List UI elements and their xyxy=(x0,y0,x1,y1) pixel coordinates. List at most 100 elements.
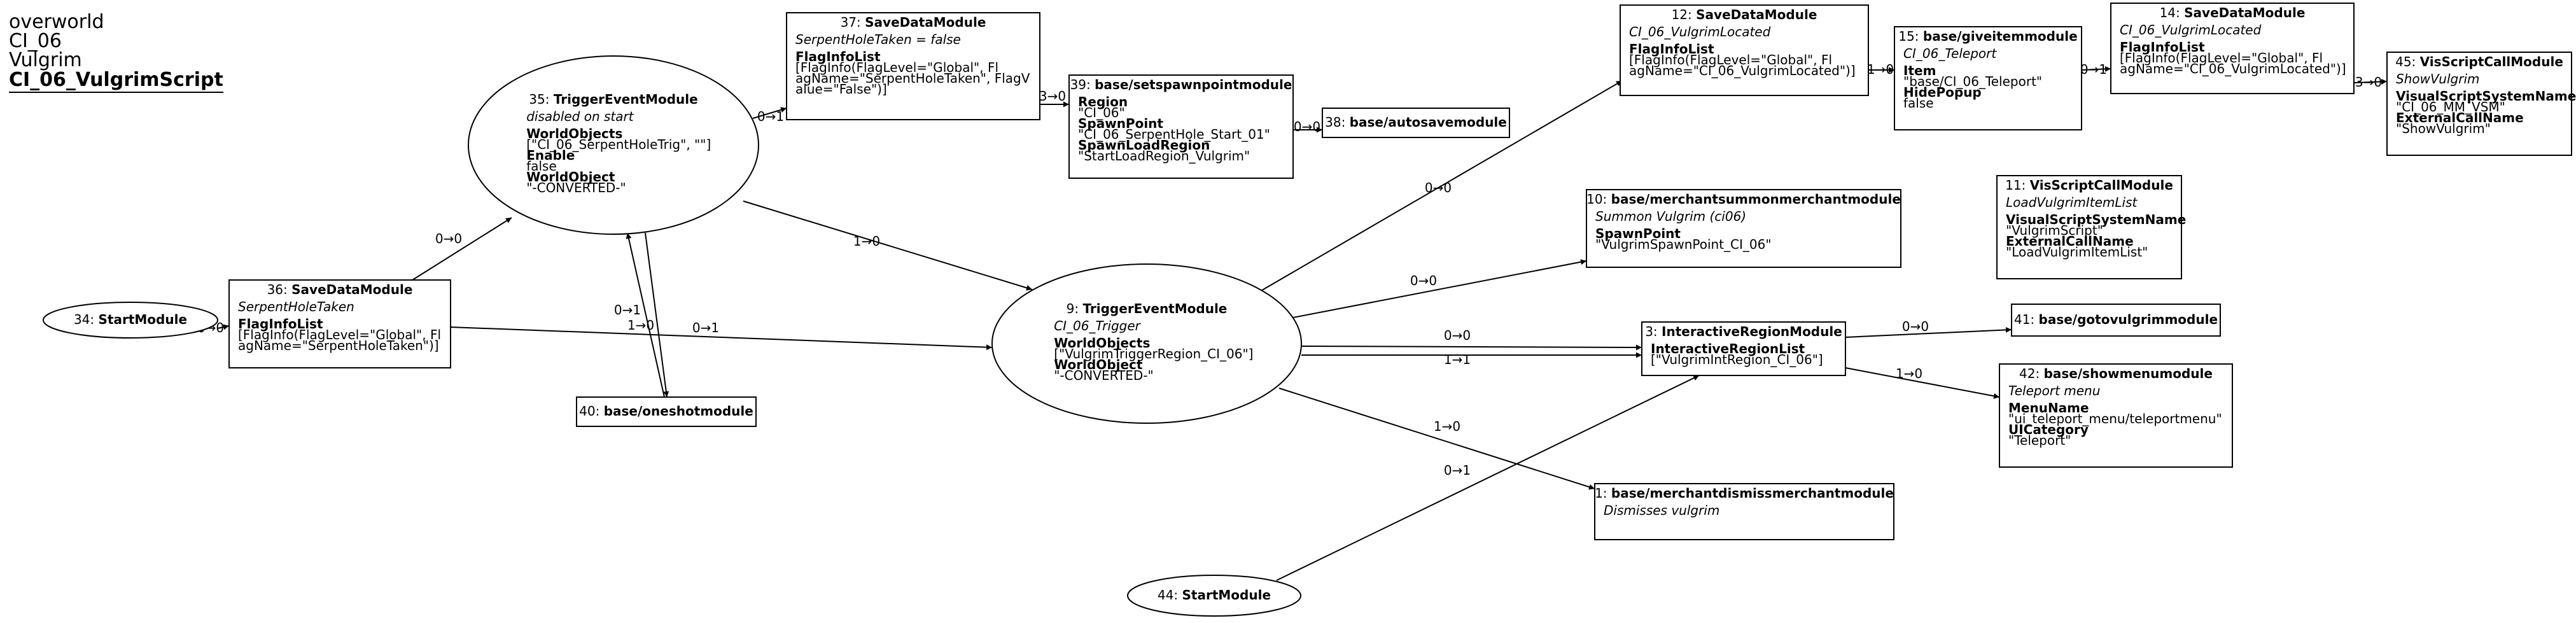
node-1[interactable]: 1: base/merchantdismissmerchantmoduleDis… xyxy=(1594,483,1894,540)
node-shape xyxy=(1068,74,1294,179)
node-header: 34: StartModule xyxy=(74,312,187,327)
node-header: 42: base/showmenumodule xyxy=(2019,366,2213,381)
node-shape xyxy=(1594,483,1894,540)
node-45[interactable]: 45: VisScriptCallModuleShowVulgrimVisual… xyxy=(2386,52,2576,156)
node-subtitle: SerpentHoleTaken = false xyxy=(795,32,961,47)
node-field: agName="SerpentHoleTaken")] xyxy=(238,338,439,353)
edge-line xyxy=(2353,78,2388,85)
node-header: 11: VisScriptCallModule xyxy=(2005,178,2173,193)
node-40[interactable]: 40: base/oneshotmodule xyxy=(576,396,757,427)
node-field: "ui_teleport_menu/teleportmenu" xyxy=(2008,411,2222,426)
edge-label: 3→0 xyxy=(1039,88,1066,104)
node-field: [FlagInfo(FlagLevel="Global", Fl xyxy=(238,327,441,342)
edge-label: 0→0 xyxy=(1444,328,1471,343)
edge-label: 1→1 xyxy=(1444,352,1471,367)
node-shape xyxy=(1586,189,1901,268)
node-header: 3: InteractiveRegionModule xyxy=(1645,324,1842,339)
node-10[interactable]: 10: base/merchantsummonmerchantmoduleSum… xyxy=(1586,189,1901,268)
title-line-4: CI_06_VulgrimScript xyxy=(9,70,223,93)
edge-36-9: 0→1 xyxy=(450,320,993,351)
edge-label: 0→1 xyxy=(1444,463,1471,478)
node-shape xyxy=(1996,175,2182,279)
node-field: WorldObject xyxy=(1054,357,1143,372)
edge-35-40: 0→1 xyxy=(614,232,665,398)
node-44[interactable]: 44: StartModule xyxy=(1127,575,1301,617)
node-field: FlagInfoList xyxy=(795,49,881,64)
node-shape xyxy=(1127,575,1301,617)
node-field: [FlagInfo(FlagLevel="Global", Fl xyxy=(795,60,998,75)
edge-label: 1→0 xyxy=(627,318,654,333)
edge-14-45: 3→0 xyxy=(2353,74,2388,90)
node-field: FlagInfoList xyxy=(238,316,323,332)
node-header: 38: base/autosavemodule xyxy=(1325,115,1507,130)
node-header: 36: SaveDataModule xyxy=(267,282,413,297)
edge-line xyxy=(412,217,512,281)
node-11[interactable]: 11: VisScriptCallModuleLoadVulgrimItemLi… xyxy=(1996,175,2186,279)
edge-44-3: 0→1 xyxy=(1276,375,1700,581)
node-38[interactable]: 38: base/autosavemodule xyxy=(1322,108,1510,138)
node-field: "StartLoadRegion_Vulgrim" xyxy=(1078,148,1250,164)
node-field: Enable xyxy=(526,148,575,163)
node-shape xyxy=(991,263,1302,424)
node-header: 9: TriggerEventModule xyxy=(1067,301,1228,316)
edge-line xyxy=(1845,326,2012,338)
edge-label: 0→0 xyxy=(435,231,462,246)
node-34[interactable]: 34: StartModule xyxy=(43,302,218,339)
node-header: 40: base/oneshotmodule xyxy=(579,403,753,419)
node-field: agName="CI_06_VulgrimLocated")] xyxy=(2120,61,2346,76)
node-subtitle: CI_06_VulgrimLocated xyxy=(1629,24,1771,39)
node-field: SpawnPoint xyxy=(1078,116,1163,131)
node-field: MenuName xyxy=(2008,400,2089,416)
node-field: "CI_06_SerpentHole_Start_01" xyxy=(1078,127,1270,142)
node-field: HidePopup xyxy=(1903,85,1982,100)
node-12[interactable]: 12: SaveDataModuleCI_06_VulgrimLocatedFl… xyxy=(1620,4,1869,96)
node-field: "VulgrimScript" xyxy=(2006,223,2103,238)
edge-line xyxy=(217,324,230,330)
node-header: 41: base/gotovulgrimmodule xyxy=(2014,312,2218,327)
node-36[interactable]: 36: SaveDataModuleSerpentHoleTakenFlagIn… xyxy=(228,279,451,368)
node-field: ["VulgrimTriggerRegion_CI_06"] xyxy=(1054,346,1253,361)
node-field: alue="False")] xyxy=(795,81,887,97)
edge-15-14: 0→1 xyxy=(2080,62,2111,77)
edge-39-38: 0→0 xyxy=(1293,119,1322,134)
node-14[interactable]: 14: SaveDataModuleCI_06_VulgrimLocatedFl… xyxy=(2110,3,2355,94)
node-field: Item xyxy=(1903,63,1936,78)
node-field: "base/CI_06_Teleport" xyxy=(1903,74,2042,89)
edge-label: 0→1 xyxy=(614,302,641,318)
node-field: "LoadVulgrimItemList" xyxy=(2006,244,2148,260)
node-subtitle: ShowVulgrim xyxy=(2396,71,2479,87)
edge-36-35: 0→0 xyxy=(412,217,512,281)
edge-40-35: 1→0 xyxy=(627,232,669,398)
node-header: 44: StartModule xyxy=(1158,587,1271,603)
node-subtitle: CI_06_Teleport xyxy=(1903,46,1997,61)
node-field: "ShowVulgrim" xyxy=(2396,121,2491,136)
node-field: agName="SerpentHoleTaken", FlagV xyxy=(795,71,1030,86)
node-3[interactable]: 3: InteractiveRegionModuleInteractiveReg… xyxy=(1641,321,1846,376)
edge-label: 1→0 xyxy=(1867,62,1894,77)
node-field: "CI_06" xyxy=(1078,105,1125,120)
edge-label: 0→1 xyxy=(2080,62,2107,77)
edge-label: 0→1 xyxy=(692,320,719,335)
node-shape xyxy=(1620,4,1869,96)
node-header: 45: VisScriptCallModule xyxy=(2395,54,2563,69)
node-41[interactable]: 41: base/gotovulgrimmodule xyxy=(2011,304,2221,337)
node-header: 37: SaveDataModule xyxy=(841,15,986,30)
edge-9-3b: 1→1 xyxy=(1301,352,1642,367)
node-header: 1: base/merchantdismissmerchantmodule xyxy=(1595,486,1894,501)
node-15[interactable]: 15: base/giveitemmoduleCI_06_TeleportIte… xyxy=(1894,26,2082,130)
node-9[interactable]: 9: TriggerEventModuleCI_06_TriggerWorldO… xyxy=(991,263,1302,424)
node-field: ["CI_06_SerpentHoleTrig", ""] xyxy=(526,137,711,152)
node-shape xyxy=(228,279,451,368)
node-shape xyxy=(1999,363,2233,468)
node-field: WorldObjects xyxy=(1054,335,1150,351)
node-header: 14: SaveDataModule xyxy=(2160,5,2306,20)
node-field: agName="CI_06_VulgrimLocated")] xyxy=(1629,63,1856,78)
node-shape xyxy=(786,12,1040,120)
edge-line xyxy=(2081,66,2111,72)
